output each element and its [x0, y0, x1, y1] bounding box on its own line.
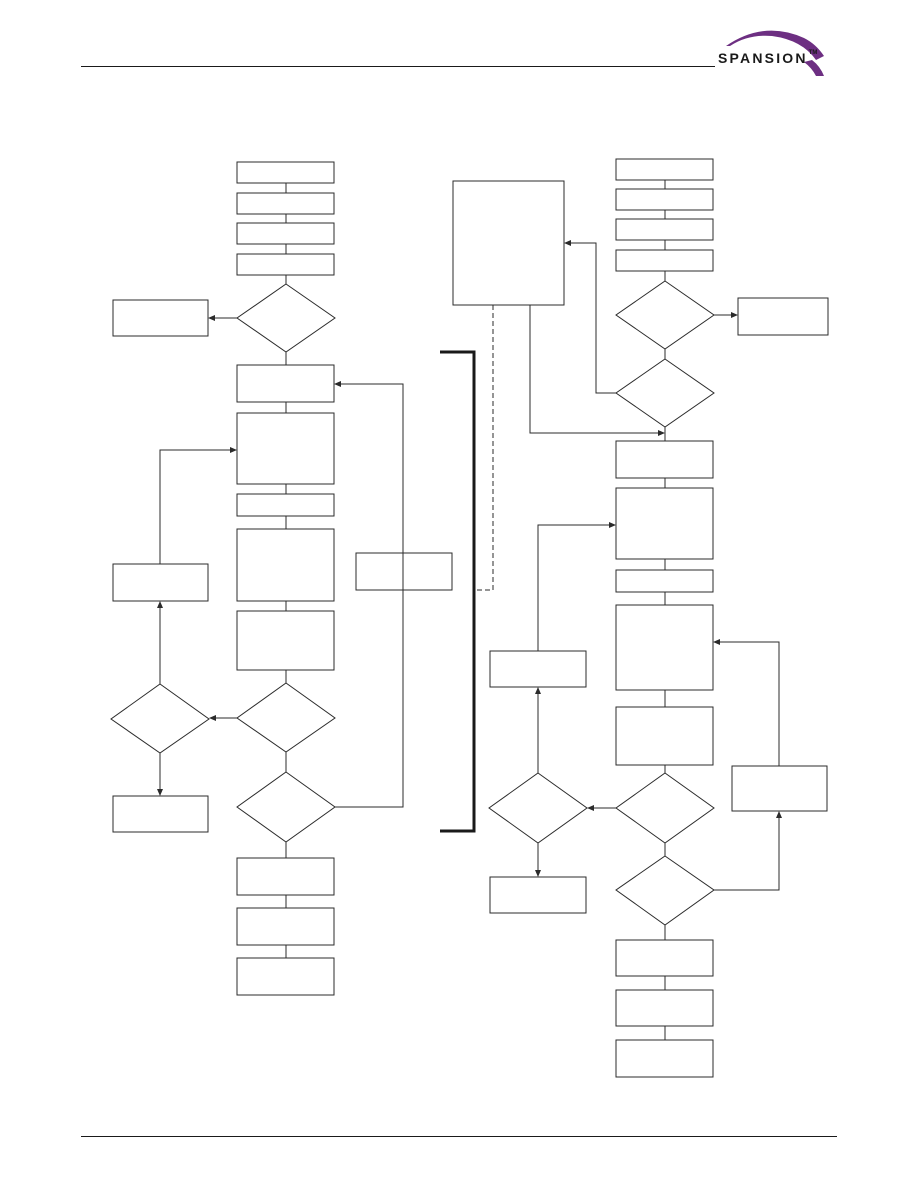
left-step-10	[236, 857, 335, 896]
right-return-box	[731, 765, 828, 812]
right-loop-box	[489, 650, 587, 688]
left-return-box	[355, 552, 453, 591]
left-arrow-14	[230, 447, 237, 453]
left-step-7	[236, 493, 335, 517]
logo-arc-upper	[726, 30, 824, 60]
right-decision-5	[615, 855, 715, 926]
right-arrow-9	[658, 430, 665, 436]
note-box	[452, 180, 565, 306]
right-conn-20	[714, 817, 780, 891]
right-conn-21	[719, 641, 780, 766]
left-step-12	[236, 957, 335, 996]
header-rule	[81, 66, 715, 67]
left-exit-box-1	[112, 299, 209, 337]
left-step-4	[236, 253, 335, 276]
bracket-group	[440, 180, 565, 833]
right-step-7	[615, 569, 714, 593]
right-step-3	[615, 218, 714, 241]
right-arrow-15	[587, 805, 594, 811]
right-exit-box-2	[489, 876, 587, 914]
right-exit-box-1	[737, 297, 829, 336]
left-step-5	[236, 364, 335, 403]
right-step-8	[615, 604, 714, 691]
footer-rule	[81, 1136, 837, 1137]
left-decision-1	[236, 283, 336, 353]
right-step-9	[615, 706, 714, 766]
right-arrow-16	[535, 687, 541, 694]
note-dashed-leader	[474, 305, 494, 591]
left-step-11	[236, 907, 335, 946]
left-step-3	[236, 222, 335, 245]
logo-wordmark: SPANSIONTM	[718, 50, 818, 66]
right-step-4	[615, 249, 714, 272]
left-arrow-15	[157, 789, 163, 796]
right-conn-17	[537, 524, 610, 651]
logo-trademark: TM	[808, 50, 818, 56]
right-step-1	[615, 158, 714, 181]
left-decision-2	[236, 682, 336, 753]
right-arrow-18	[535, 870, 541, 877]
left-flow	[110, 161, 453, 996]
left-step-6	[236, 412, 335, 485]
left-loop-box	[112, 563, 209, 602]
spansion-logo: SPANSIONTM	[712, 26, 842, 78]
left-arrow-5	[208, 315, 215, 321]
right-arrow-5	[731, 312, 738, 318]
logo-arc-lower	[804, 60, 824, 76]
left-conn-14	[159, 449, 231, 564]
right-step-12	[615, 1039, 714, 1078]
right-arrow-17	[609, 522, 616, 528]
right-step-6	[615, 487, 714, 560]
right-decision-3	[615, 772, 715, 844]
left-step-8	[236, 528, 335, 602]
right-decision-2	[615, 358, 715, 428]
left-decision-3	[110, 683, 210, 754]
right-step-11	[615, 989, 714, 1027]
left-decision-4	[236, 771, 336, 843]
left-step-1	[236, 161, 335, 184]
right-conn-9	[529, 305, 659, 434]
right-step-2	[615, 188, 714, 211]
left-step-2	[236, 192, 335, 215]
right-decision-4	[488, 772, 588, 844]
right-arrow-21	[713, 639, 720, 645]
right-step-5	[615, 440, 714, 479]
right-decision-1	[615, 280, 715, 350]
right-flow	[488, 158, 829, 1078]
right-arrow-20	[776, 811, 782, 818]
left-step-9	[236, 610, 335, 671]
left-arrow-17	[334, 381, 341, 387]
left-exit-box-2	[112, 795, 209, 833]
left-conn-17	[335, 383, 404, 808]
right-step-10	[615, 939, 714, 977]
right-arrow-7	[564, 240, 571, 246]
section-bracket	[440, 350, 476, 833]
logo-arc-icon	[726, 30, 824, 76]
left-arrow-13	[157, 601, 163, 608]
left-arrow-12	[209, 715, 216, 721]
right-conn-7	[570, 242, 616, 394]
